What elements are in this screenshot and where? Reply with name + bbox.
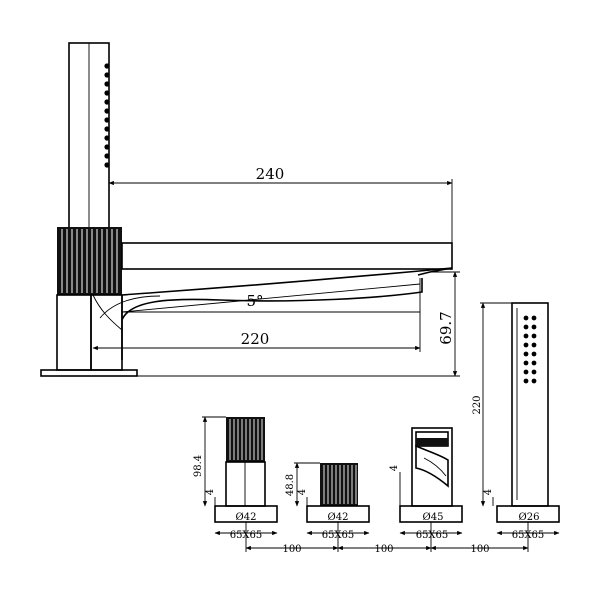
base-body (56, 294, 92, 371)
spacing-2: 100 (374, 544, 393, 555)
control-2-small-dim: 4 (297, 489, 308, 495)
control-2-front: 48.8 4 Ø42 65X65 (285, 462, 370, 541)
spacing-3: 100 (470, 544, 489, 555)
dim-spout-length: 240 (256, 165, 285, 183)
side-view: 240 5° 220 69.7 (40, 42, 460, 377)
control-1-knurl (226, 417, 265, 462)
spacing-1: 100 (282, 544, 301, 555)
spacing-dims: 100 100 100 (245, 522, 529, 555)
dim-angle: 5° (246, 292, 263, 310)
spout-front: 4 Ø45 65X65 (389, 427, 463, 541)
handshower-small-dim: 4 (483, 489, 494, 495)
control-1-height: 98.4 (193, 455, 204, 477)
control-1-small-dim: 4 (205, 489, 216, 495)
spray-nozzles (104, 63, 110, 168)
spout-base-square: 65X65 (416, 530, 449, 541)
handshower-front: 220 4 Ø26 65X65 (472, 302, 560, 541)
handshower-height: 220 (472, 395, 483, 414)
control-1-base-dia: Ø42 (236, 512, 257, 523)
spout-base-dia: Ø45 (423, 512, 444, 523)
dim-height: 69.7 (437, 311, 455, 344)
control-1-front: 98.4 4 Ø42 65X65 (193, 416, 278, 541)
handshower-nozzles (523, 315, 537, 384)
control-2-height: 48.8 (285, 474, 296, 496)
deck-plate (40, 369, 138, 377)
control-2-base-dia: Ø42 (328, 512, 349, 523)
spout-slab (121, 242, 453, 270)
handshower-base-dia: Ø26 (519, 512, 540, 523)
dim-outlet-offset: 220 (241, 330, 270, 348)
knurled-handle (57, 227, 122, 295)
spout-small-dim: 4 (389, 465, 400, 471)
